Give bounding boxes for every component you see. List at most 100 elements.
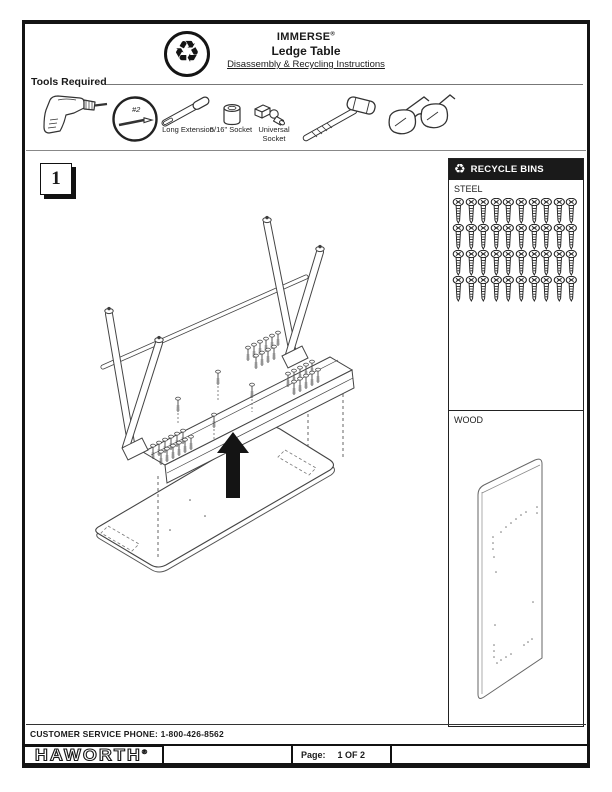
wood-pilot-holes [492,506,538,664]
screw-icon [565,250,578,276]
step-number-box: 1 [40,163,72,195]
screw-icon [540,250,553,276]
section-divider [26,150,586,151]
leg-bracket [281,345,309,369]
screw-row [452,250,581,276]
screw-icon [553,276,566,302]
screw-icon [452,250,465,276]
haworth-logo-cell: HAWORTH® [22,746,164,765]
hammer-icon [302,96,376,142]
long-extension-label: Long Extension [162,125,214,134]
recycle-bins-title: RECYCLE BINS [470,164,544,175]
screw-icon [452,276,465,302]
screw-icon [540,224,553,250]
screw-icon [477,276,490,302]
universal-socket-icon [254,104,285,126]
screw-icon [565,276,578,302]
screw-icon [490,250,503,276]
screw-icon [477,198,490,224]
screw-icon [540,276,553,302]
screw-icon [490,276,503,302]
document-subtitle: Disassembly & Recycling Instructions [227,59,385,70]
drill-bit-size-label: #2 [132,105,141,114]
screw-icon [452,198,465,224]
leg-glides [104,215,325,344]
universal-socket-label: Universal Socket [258,125,290,143]
screw-row [452,224,581,250]
screw-icon [528,224,541,250]
screw-icon [540,198,553,224]
document-header: IMMERSE® Ledge Table Disassembly & Recyc… [96,31,516,70]
wood-section: WOOD [449,411,583,742]
safety-glasses-icon [388,94,456,135]
wood-panel-icon [477,458,543,699]
screw-cluster-back [245,330,281,370]
screw-icon [553,250,566,276]
screw-icon [515,250,528,276]
alignment-dashes [157,388,344,560]
page-number-cell: Page: 1 OF 2 [293,746,392,764]
steel-section: STEEL [449,180,583,411]
steel-label: STEEL [454,184,483,194]
loose-screws [175,369,255,440]
footer-empty-cell [392,746,590,764]
leg-bracket [121,437,149,461]
drill-bit-callout: #2 [112,96,158,142]
page-value: 1 OF 2 [337,750,366,760]
screw-icon [528,276,541,302]
page-border-frame [22,20,590,768]
screw-icon [465,276,478,302]
product-title: Ledge Table [271,44,341,58]
screw-icon [465,224,478,250]
footer-table: HAWORTH® Page: 1 OF 2 [22,744,590,765]
steel-screw-grid [449,196,583,302]
table-leg [122,339,163,451]
recycle-icon: ♻ [173,34,201,70]
recycle-bins-panel: ♻ RECYCLE BINS STEEL WOOD [448,158,584,727]
screw-row [452,276,581,302]
tabletop [95,426,335,573]
screw-icon [477,224,490,250]
screw-icon [490,198,503,224]
tools-required-label: Tools Required [31,76,107,88]
screw-icon [502,276,515,302]
screw-icon [465,198,478,224]
registered-mark: ® [330,31,336,38]
footer-empty-cell [164,746,293,764]
mounting-outline [100,449,317,552]
screw-icon [528,198,541,224]
screw-icon [477,250,490,276]
table-leg [105,310,135,447]
recycle-bins-header: ♻ RECYCLE BINS [449,159,583,180]
screw-icon [515,224,528,250]
screw-icon [515,198,528,224]
wood-label: WOOD [454,415,483,425]
table-leg [263,219,297,358]
screw-icon [553,198,566,224]
table-legs [104,215,325,451]
assembly-diagram [95,215,355,573]
screw-icon [465,250,478,276]
screw-icon [490,224,503,250]
screw-icon [553,224,566,250]
screw-icon [515,276,528,302]
stretcher-bar [100,274,309,370]
customer-service-phone: CUSTOMER SERVICE PHONE: 1-800-426-8562 [30,729,224,739]
page-label: Page: [301,750,326,760]
socket-5-16-icon [223,103,241,126]
long-extension-icon [161,96,210,127]
screw-icon [502,224,515,250]
footer-divider [26,724,586,725]
recycle-icon: ♻ [454,162,466,177]
lift-arrow [217,432,249,498]
screw-icon [502,198,515,224]
socket-5-16-label: 5/16" Socket [209,125,253,134]
table-leg [284,248,324,362]
step-number: 1 [51,168,61,189]
screw-icon [565,198,578,224]
tools-rule [106,84,583,85]
haworth-logo: HAWORTH® [34,746,150,765]
power-drill-icon [43,95,108,134]
screw-icon [528,250,541,276]
